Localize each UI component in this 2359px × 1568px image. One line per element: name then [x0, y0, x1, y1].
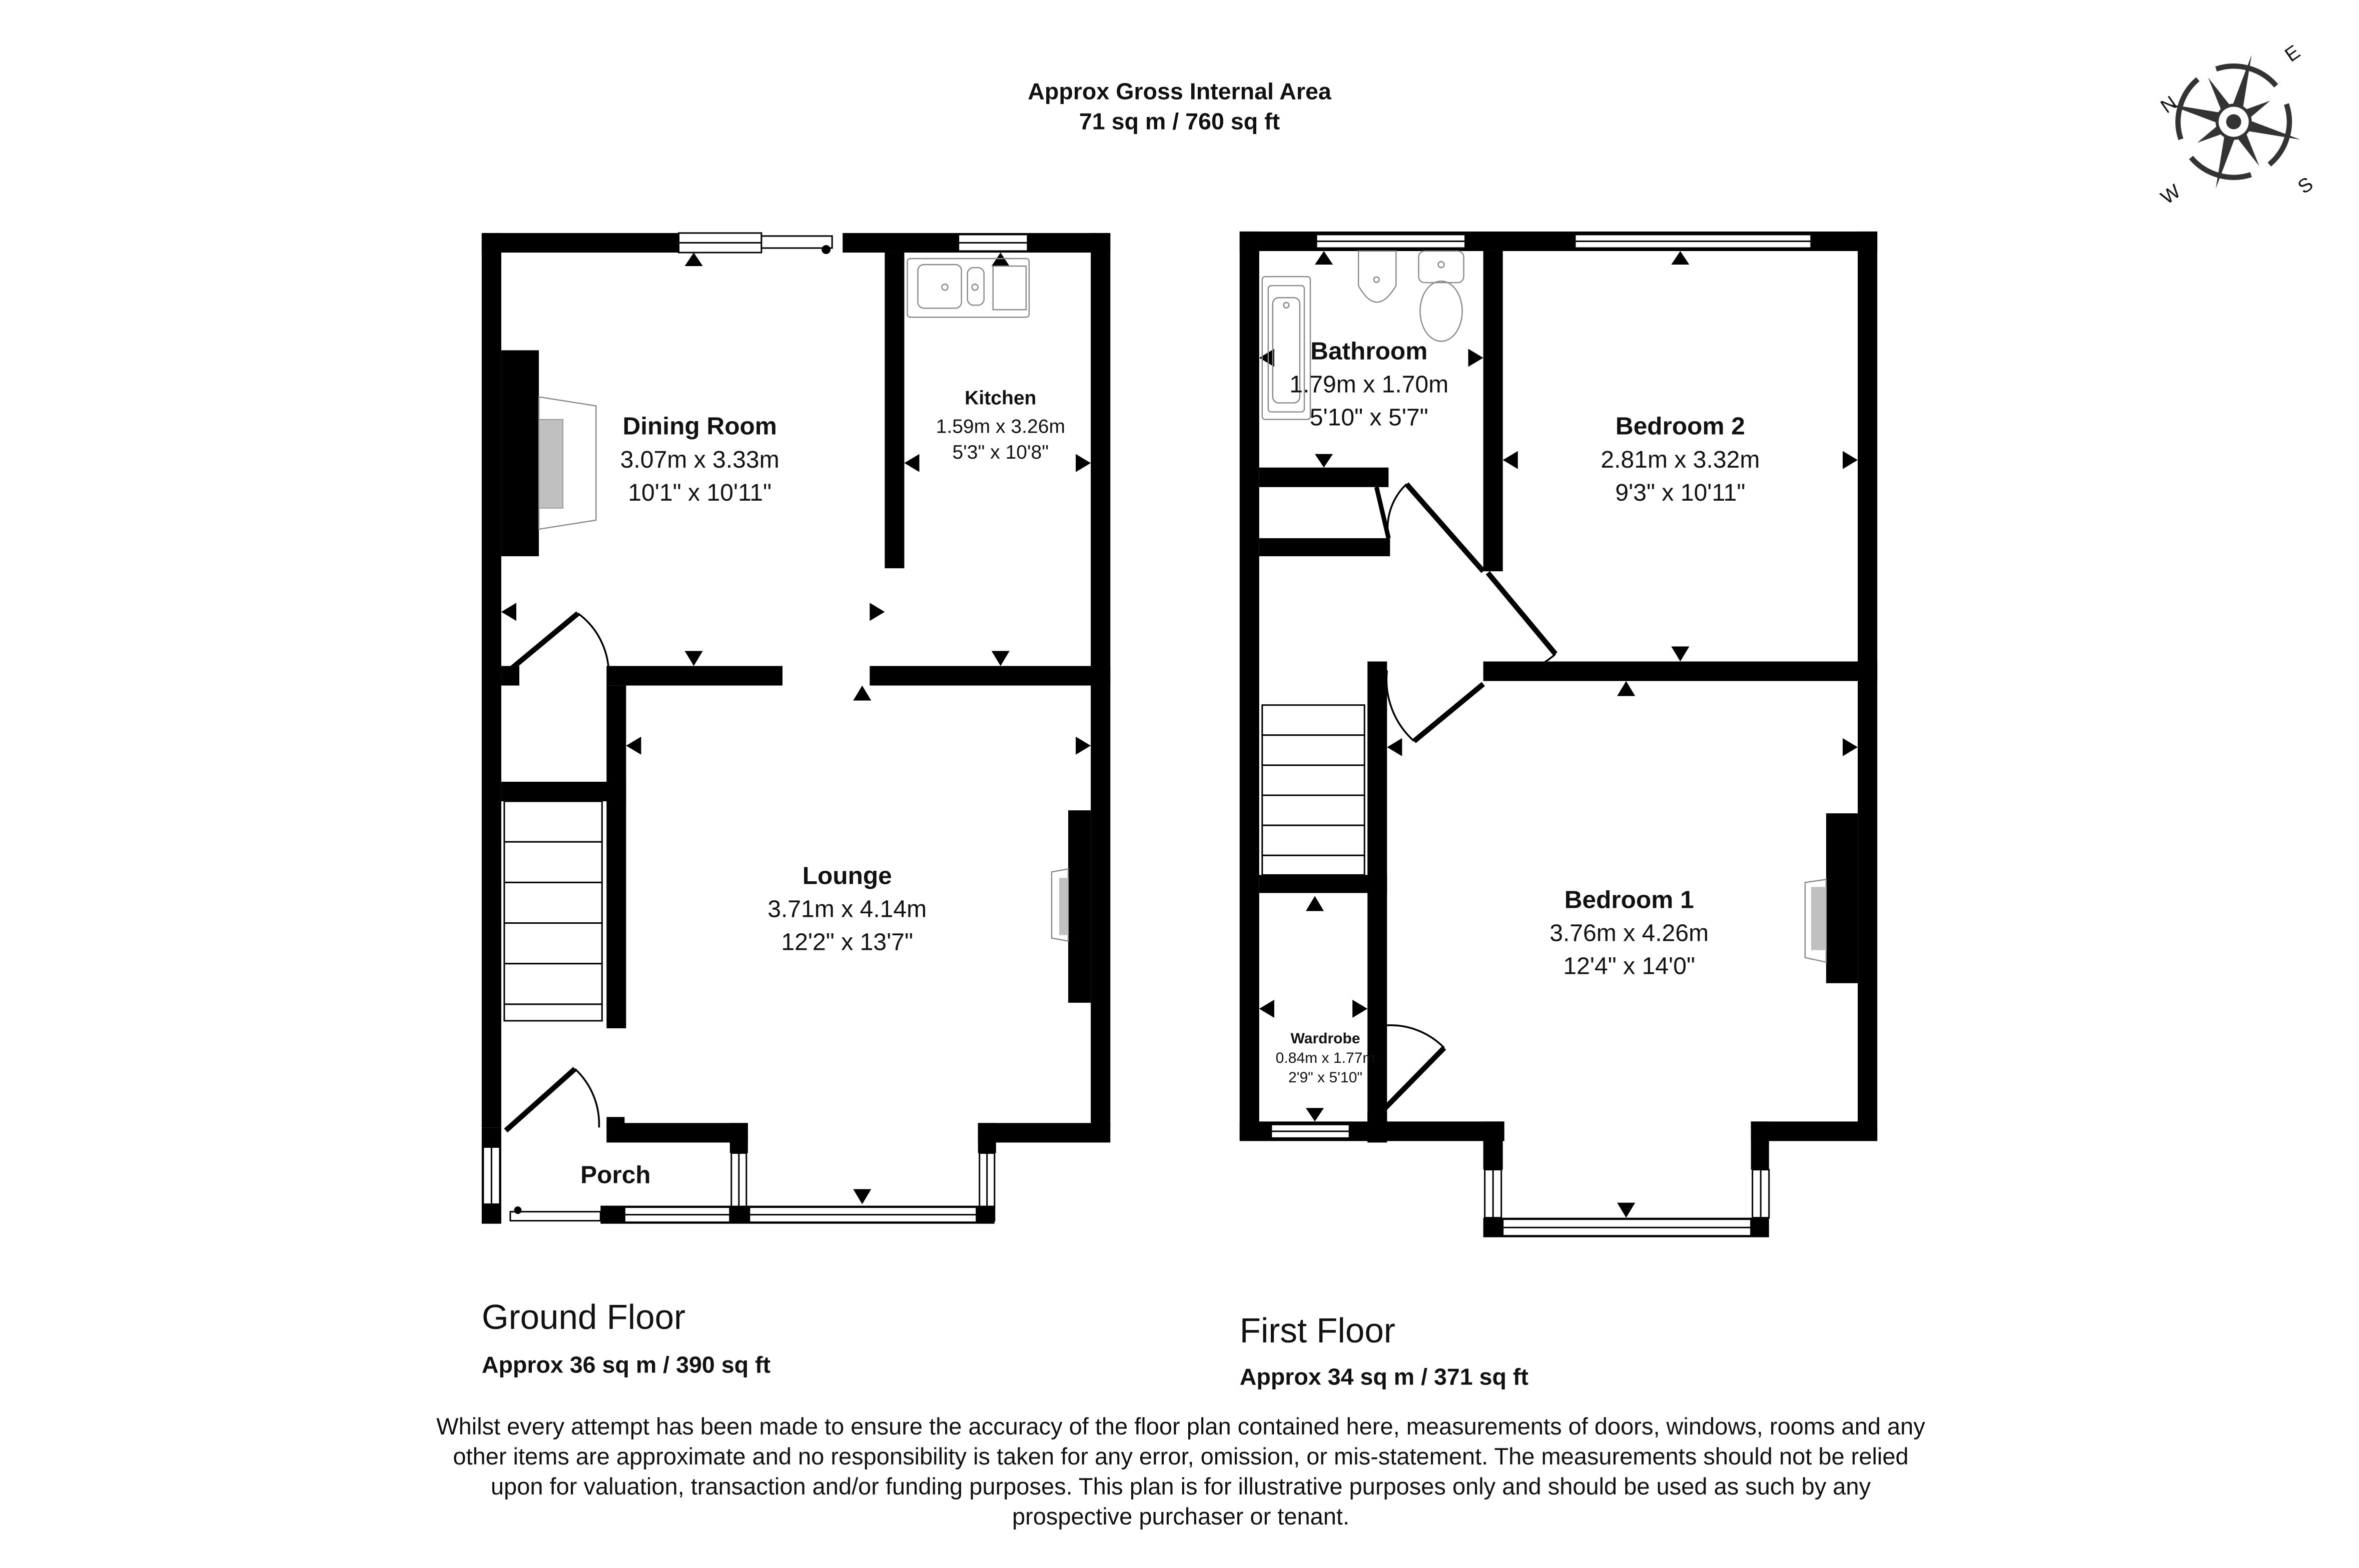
room-name-porch: Porch [580, 1161, 651, 1189]
room-name-bathroom: Bathroom [1310, 337, 1427, 365]
compass-label-s: S [2294, 173, 2317, 198]
room-imperial-bathroom: 5'10" x 5'7" [1310, 404, 1428, 431]
washbasin-icon [1357, 250, 1397, 303]
bathtub-icon [1261, 276, 1311, 420]
room-metric-kitchen: 1.59m x 3.26m [936, 416, 1065, 438]
ground-floor-area: Approx 36 sq m / 390 sq ft [482, 1351, 770, 1377]
room-imperial-bedroom-1: 12'4" x 14'0" [1563, 953, 1695, 980]
toilet-icon [1418, 250, 1464, 342]
room-metric-lounge: 3.71m x 4.14m [767, 896, 927, 923]
room-imperial-lounge: 12'2" x 13'7" [781, 929, 913, 956]
compass-label-e: E [2281, 41, 2304, 66]
ground-floor-label: Ground Floor [482, 1297, 685, 1336]
disclaimer-text: Whilst every attempt has been made to en… [436, 1413, 1925, 1529]
room-name-bedroom-1: Bedroom 1 [1564, 885, 1694, 913]
room-metric-bedroom-1: 3.76m x 4.26m [1549, 920, 1709, 947]
room-metric-wardrobe: 0.84m x 1.77m [1276, 1050, 1375, 1066]
gross-area-value: 71 sq m / 760 sq ft [1079, 108, 1280, 134]
first-floor-plan [1239, 231, 1878, 1237]
room-metric-dining-room: 3.07m x 3.33m [620, 446, 779, 473]
kitchen-sink-icon [907, 258, 1030, 318]
room-imperial-bedroom-2: 9'3" x 10'11" [1615, 479, 1745, 506]
room-imperial-wardrobe: 2'9" x 5'10" [1288, 1069, 1362, 1086]
room-name-dining-room: Dining Room [622, 412, 776, 440]
first-floor-area: Approx 34 sq m / 371 sq ft [1240, 1363, 1528, 1389]
compass-rose-icon [2166, 55, 2301, 189]
room-name-kitchen: Kitchen [965, 388, 1036, 409]
first-floor-label: First Floor [1240, 1311, 1395, 1350]
room-name-lounge: Lounge [803, 861, 892, 889]
room-metric-bedroom-2: 2.81m x 3.32m [1601, 446, 1760, 473]
compass-label-w: W [2157, 181, 2184, 209]
room-metric-bathroom: 1.79m x 1.70m [1289, 371, 1448, 398]
ground-floor-plan [481, 232, 1111, 1224]
room-imperial-dining-room: 10'1" x 10'11" [628, 479, 771, 506]
room-name-bedroom-2: Bedroom 2 [1616, 412, 1745, 440]
room-name-wardrobe: Wardrobe [1290, 1030, 1360, 1047]
room-imperial-kitchen: 5'3" x 10'8" [953, 442, 1049, 463]
gross-area-title: Approx Gross Internal Area [1028, 78, 1332, 104]
